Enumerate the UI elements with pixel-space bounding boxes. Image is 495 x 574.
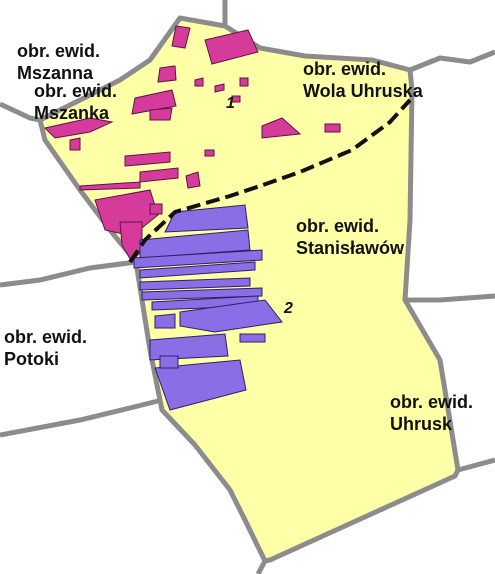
- boundary-line-left: [0, 259, 137, 288]
- boundary-line-left-top: [0, 101, 41, 123]
- label-potoki-line1: obr. ewid.: [4, 327, 88, 347]
- boundary-line-topright: [409, 49, 495, 73]
- magenta-parcels: [44, 25, 341, 263]
- boundary-line-bottomleft: [0, 397, 163, 438]
- label-potoki-line2: Potoki: [4, 349, 60, 369]
- label-stanislawow-line2: Stanisławów: [296, 238, 405, 258]
- label-mszanna-line2: Mszanna: [17, 63, 94, 83]
- label-wola-uhruska-line1: obr. ewid.: [303, 59, 387, 79]
- label-mszanna-line1: obr. ewid.: [17, 41, 101, 61]
- label-mszanka: obr. ewid. Mszanka: [34, 80, 117, 124]
- label-uhrusk-line1: obr. ewid.: [390, 392, 474, 412]
- label-uhrusk-line2: Uhrusk: [390, 414, 453, 434]
- label-wola-uhruska-line2: Wola Uhruska: [303, 81, 423, 101]
- marker-2: 2: [284, 300, 293, 317]
- boundary-line-bottom: [255, 559, 268, 574]
- label-stanislawow: obr. ewid. Stanisławów: [296, 215, 404, 259]
- marker-1: 1: [226, 95, 235, 112]
- boundary-line-right: [405, 293, 495, 303]
- label-stanislawow-line1: obr. ewid.: [296, 216, 380, 236]
- label-mszanka-line1: obr. ewid.: [34, 81, 118, 101]
- label-uhrusk: obr. ewid. Uhrusk: [390, 391, 473, 435]
- dashed-line: [128, 98, 412, 264]
- label-mszanka-line2: Mszanka: [34, 103, 110, 123]
- label-mszanna: obr. ewid. Mszanna: [17, 40, 100, 84]
- purple-parcels: [133, 204, 283, 411]
- label-potoki: obr. ewid. Potoki: [4, 326, 87, 370]
- boundary-line-far-right: [457, 457, 495, 473]
- label-wola-uhruska: obr. ewid. Wola Uhruska: [303, 58, 423, 102]
